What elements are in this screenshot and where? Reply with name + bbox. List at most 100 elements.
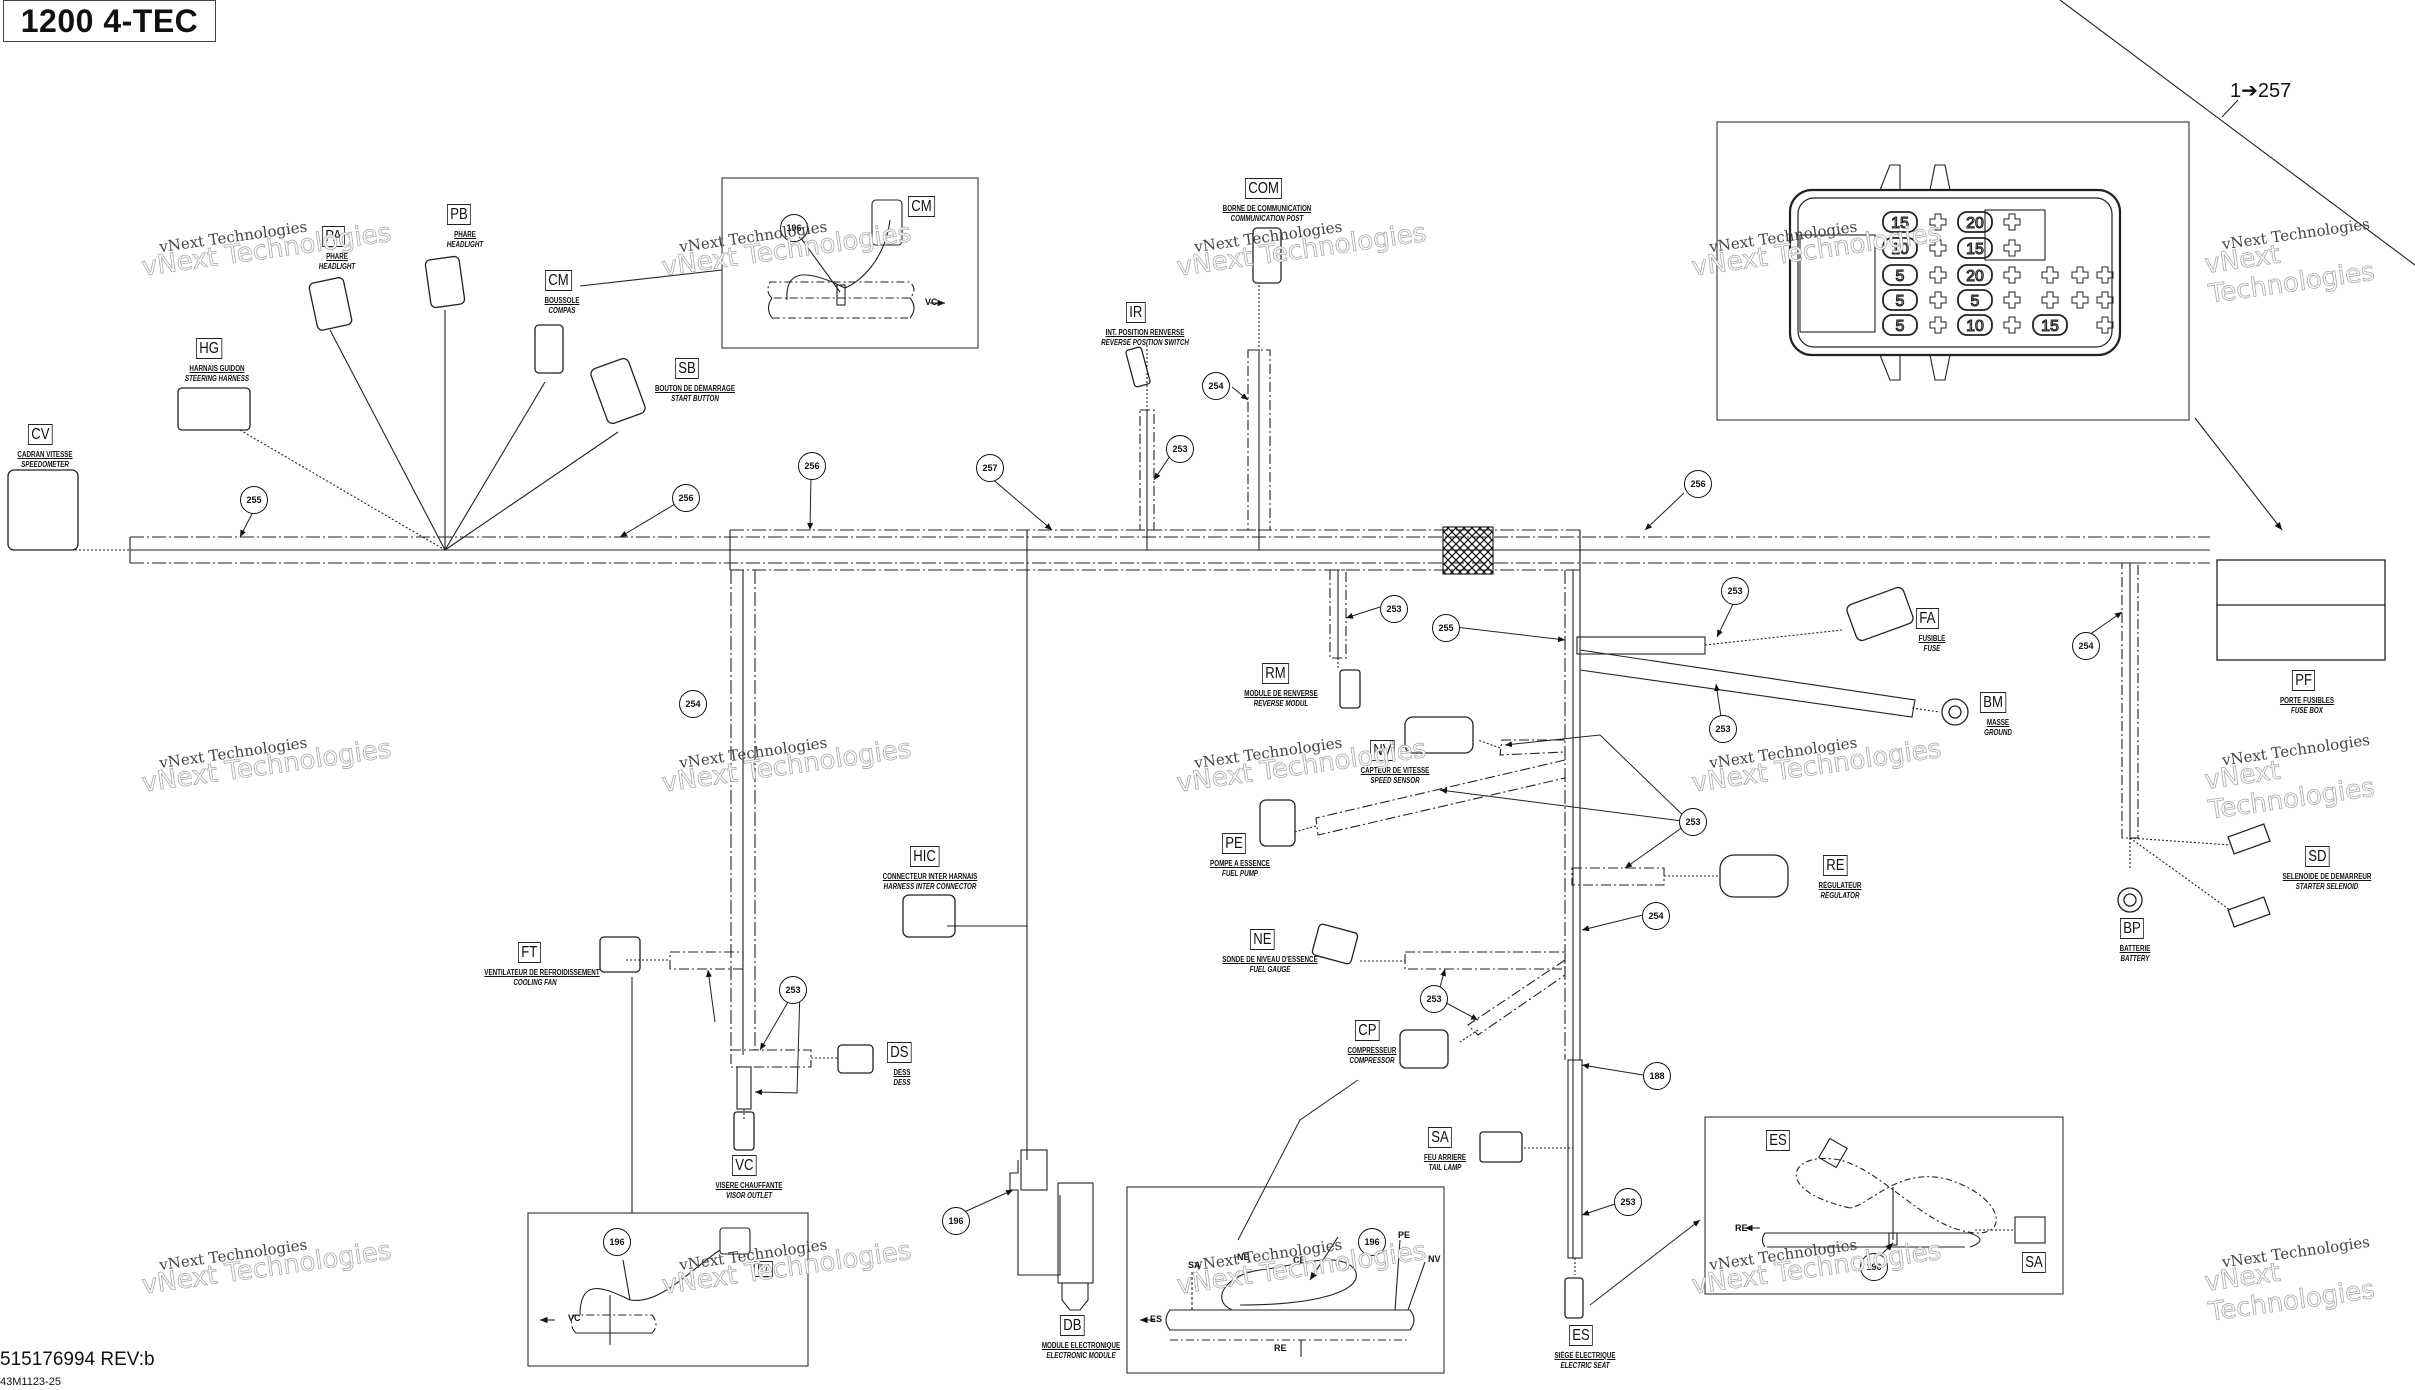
detail-sub-label: NV xyxy=(1428,1254,1441,1264)
callout-bubble: 253 xyxy=(1709,715,1737,743)
caption-english: FUEL GAUGE xyxy=(1249,964,1291,974)
connector-tag-ft: FT xyxy=(518,942,541,963)
connector-tag-nv: NV xyxy=(1370,740,1395,761)
detail-sub-label: SA xyxy=(1188,1260,1201,1270)
sd-terminal-icon-2 xyxy=(2227,896,2271,928)
sb-connector-icon xyxy=(590,357,646,425)
caption-french: VISÈRE CHAUFFANTE xyxy=(715,1181,783,1190)
caption-english: REVERSE MODUL xyxy=(1253,698,1309,708)
connector-tag-pa: PA xyxy=(322,226,346,247)
detail-arrow-label: VC xyxy=(925,297,938,307)
callout-bubble: 253 xyxy=(1420,985,1448,1013)
fuse-slot xyxy=(2032,314,2068,336)
callout-bubble: 196 xyxy=(942,1207,970,1235)
vc-connector-icon xyxy=(733,1111,755,1151)
detail-arrow-label: VC xyxy=(568,1313,581,1323)
caption-english: DESS xyxy=(893,1077,911,1087)
caption-french: PORTE FUSIBLES xyxy=(2279,696,2335,705)
connector-tag-ir: IR xyxy=(1126,302,1146,323)
empty-fuse-slot xyxy=(2096,316,2114,334)
callout-bubble: 254 xyxy=(679,690,707,718)
fuse-slot xyxy=(1957,264,1993,286)
ne-connector-icon xyxy=(1311,923,1359,965)
fuse-slot xyxy=(1957,289,1993,311)
caption-english: VISOR OUTLET xyxy=(725,1190,773,1200)
part-number: 515176994 REV:b xyxy=(0,1349,155,1370)
connector-tag-sa: SA xyxy=(1428,1127,1453,1148)
drawing-code: 43M1123-25 xyxy=(0,1376,61,1388)
detail-sub-label: PE xyxy=(1398,1230,1411,1240)
callout-bubble: 254 xyxy=(1202,372,1230,400)
caption-english: STARTER SELENOID xyxy=(2295,881,2359,891)
caption-french: FEU ARRIERE xyxy=(1423,1153,1467,1162)
caption-english: SPEED SENSOR xyxy=(1370,775,1420,785)
caption-french: RÉGULATEUR xyxy=(1818,881,1862,890)
connector-tag-ne: NE xyxy=(1250,929,1275,950)
callout-bubble: 255 xyxy=(240,486,268,514)
empty-fuse-slot xyxy=(1929,213,1947,231)
caption-french: BATTERIE xyxy=(2119,944,2151,953)
cv-connector-icon xyxy=(7,469,79,551)
callout-bubble: 188 xyxy=(1643,1062,1671,1090)
callout-bubble: 253 xyxy=(1679,808,1707,836)
connector-tag-vc: VC xyxy=(732,1155,757,1176)
connector-tag-hg: HG xyxy=(196,338,223,359)
cp-connector-icon xyxy=(1399,1029,1449,1069)
empty-fuse-slot xyxy=(2096,266,2114,284)
empty-fuse-slot xyxy=(2003,239,2021,257)
callout-bubble: 256 xyxy=(672,484,700,512)
caption-french: VENTILATEUR DE REFROIDISSEMENT xyxy=(484,968,600,977)
caption-french: INT. POSITION RENVERSE xyxy=(1105,328,1185,337)
callout-bubble: 253 xyxy=(1166,435,1194,463)
ir-connector-icon xyxy=(1125,346,1151,388)
empty-fuse-slot xyxy=(2003,316,2021,334)
fuse-slot xyxy=(1882,314,1918,336)
empty-fuse-slot xyxy=(2003,213,2021,231)
caption-english: HEADLIGHT xyxy=(446,239,484,249)
fuse-slot xyxy=(1882,237,1918,259)
fuse-slot xyxy=(1882,289,1918,311)
caption-english: COMMUNICATION POST xyxy=(1230,213,1304,223)
caption-english: FUEL PUMP xyxy=(1222,868,1258,878)
callout-bubble: 254 xyxy=(2072,632,2100,660)
empty-fuse-slot xyxy=(1929,291,1947,309)
detail-box-compass xyxy=(721,177,979,349)
empty-fuse-slot xyxy=(2003,291,2021,309)
callout-bubble: 253 xyxy=(1380,595,1408,623)
rm-connector-icon xyxy=(1339,669,1361,709)
caption-french: SONDE DE NIVEAU D'ESSENCE xyxy=(1222,955,1318,964)
connector-tag-hic: HIC xyxy=(910,846,940,867)
callout-bubble: 255 xyxy=(1432,614,1460,642)
caption-english: REVERSE POSITION SWITCH xyxy=(1101,337,1189,347)
fuse-slot xyxy=(1957,237,1993,259)
fuse-rating: 20 xyxy=(1966,215,1984,232)
reference-line xyxy=(2059,0,2415,266)
detail-sub-label: NE xyxy=(1237,1252,1250,1262)
caption-english: COMPRESSOR xyxy=(1349,1055,1395,1065)
caption-french: COMPRESSEUR xyxy=(1347,1046,1397,1055)
connector-tag-cp: CP xyxy=(1355,1020,1380,1041)
bm-ground-icon xyxy=(1941,698,1969,726)
caption-english: FUSE BOX xyxy=(2291,705,2323,715)
fuse-rating: 15 xyxy=(2041,318,2059,335)
caption-english: HEADLIGHT xyxy=(318,261,356,271)
connector-tag-cm: CM xyxy=(545,270,572,291)
hic-connector-icon xyxy=(902,894,956,938)
caption-french: PHARE xyxy=(454,230,476,239)
fuse-rating: 20 xyxy=(1966,268,1984,285)
caption-english: GROUND xyxy=(1984,727,2012,737)
pe-connector-icon xyxy=(1259,799,1296,847)
connector-tag-pf: PF xyxy=(2292,670,2316,691)
caption-french: MODULE ELECTRONIQUE xyxy=(1041,1341,1121,1350)
